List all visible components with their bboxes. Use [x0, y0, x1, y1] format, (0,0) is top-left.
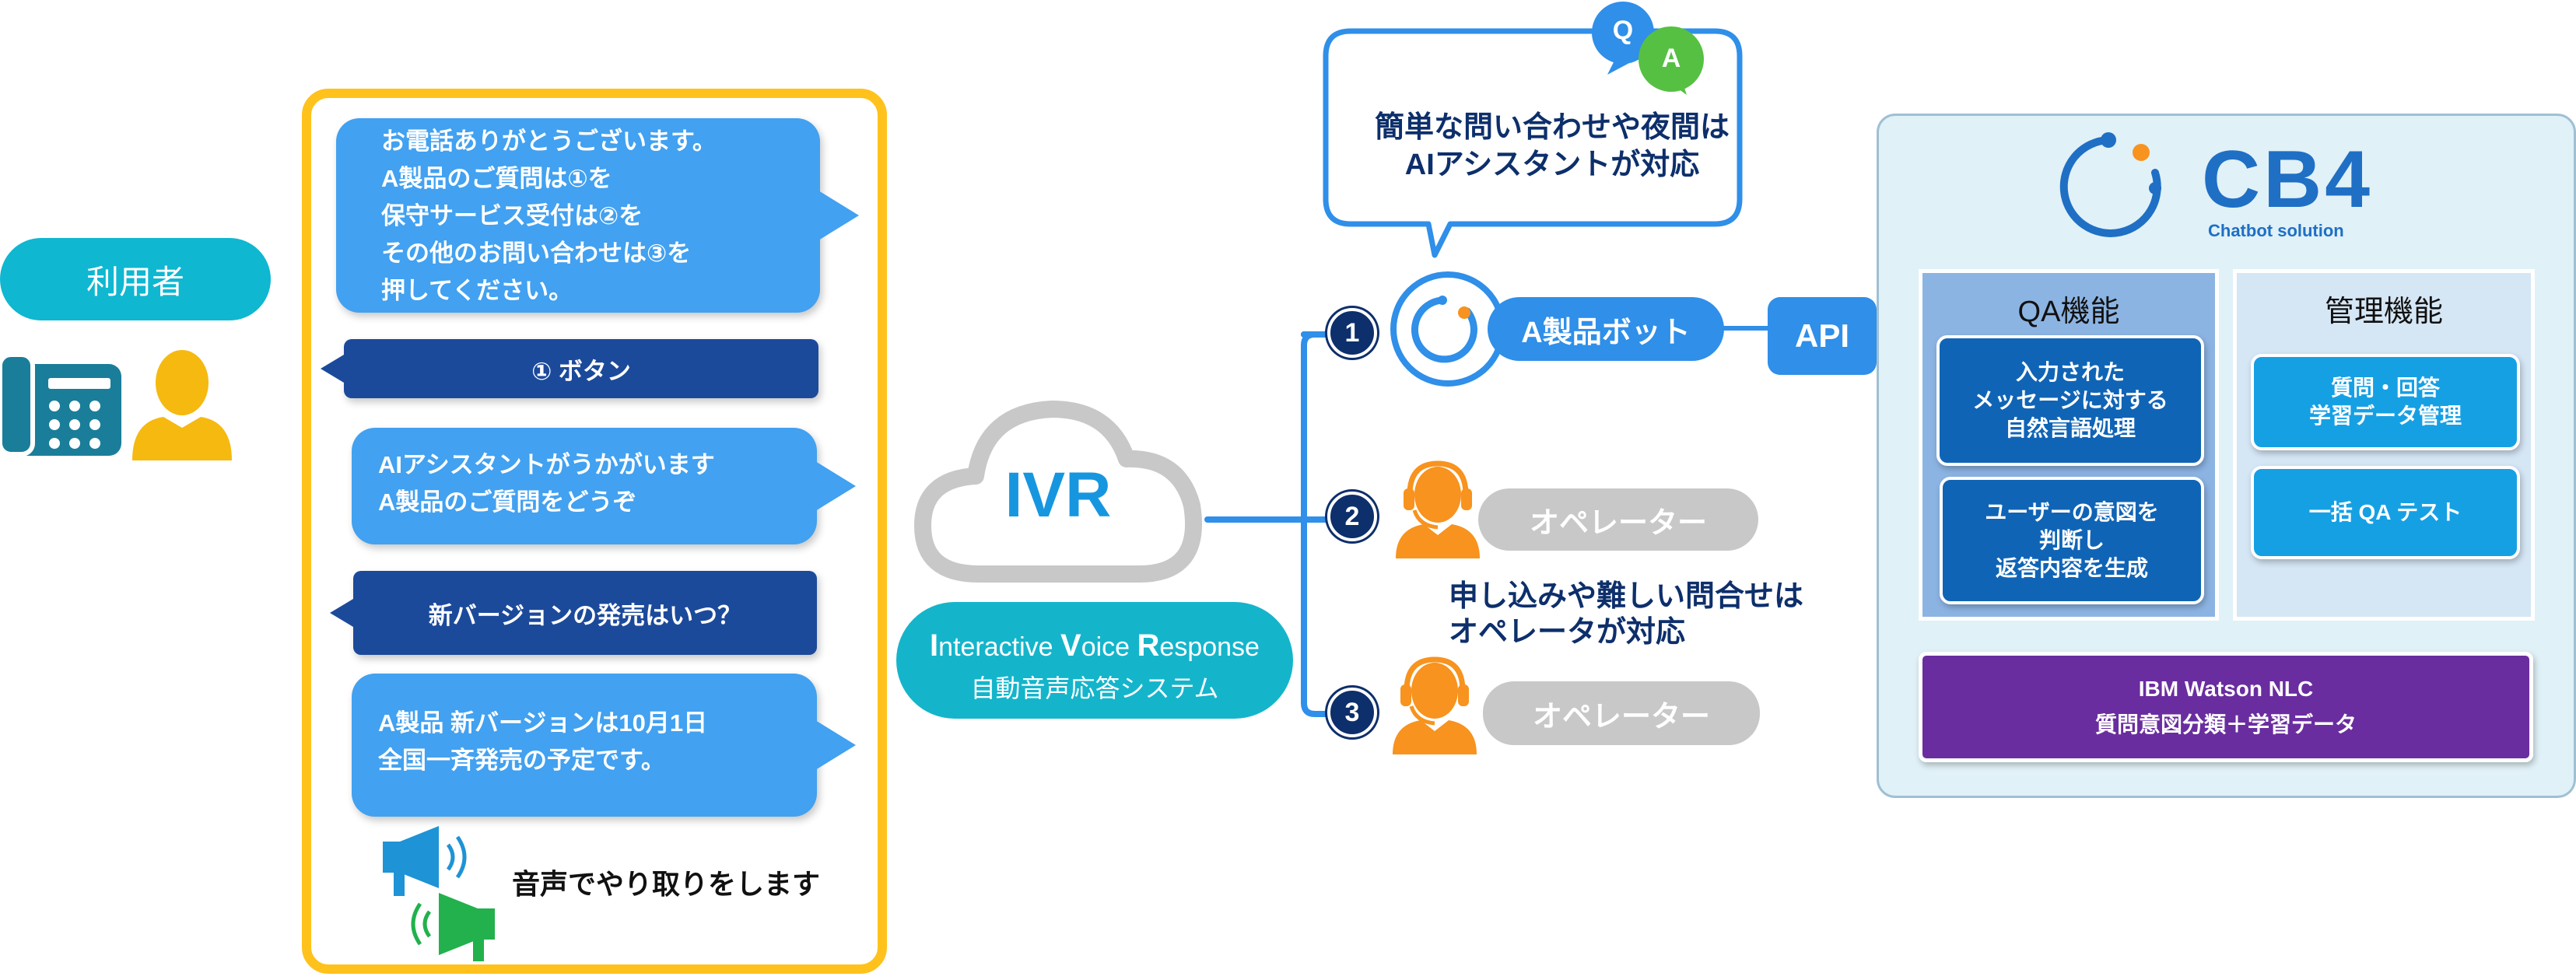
ivr-initial: V — [1060, 628, 1081, 663]
ivr-label: IVR — [1004, 460, 1112, 530]
bubble-tail — [818, 191, 859, 240]
qa-function-item: ユーザーの意図を 判断し 返答内容を生成 — [1940, 477, 2204, 604]
route-number-1: 1 — [1327, 308, 1377, 358]
route-number-3: 3 — [1327, 688, 1377, 737]
cb4-title: CB4 — [2202, 135, 2374, 225]
qa-function-title: QA機能 — [2017, 296, 2120, 328]
qa-chat-icon — [1592, 2, 1704, 95]
func-line: 自然言語処理 — [2004, 416, 2136, 440]
user-question: 新バージョンの発売はいつ？ — [330, 571, 817, 655]
headset-operator-icon — [1396, 460, 1480, 558]
reply-tail — [321, 355, 344, 383]
cloud-icon — [914, 401, 1203, 583]
func-line: 入力された — [2015, 360, 2125, 384]
route-number-2: 2 — [1327, 492, 1377, 541]
qa-bubble-line: 簡単な問い合わせや夜間は — [1374, 111, 1730, 144]
operator-note-line: オペレータが対応 — [1449, 616, 1686, 649]
greeting-line: 押してください。 — [381, 277, 573, 304]
func-line: 返答内容を生成 — [1995, 556, 2148, 580]
operator-note-line: 申し込みや難しい問合せは — [1449, 580, 1804, 613]
ivr-description: Interactive Voice Response 自動音声応答システム — [896, 602, 1293, 719]
qa-badge-q: Q — [1612, 16, 1634, 45]
reply-text: 新バージョンの発売はいつ？ — [428, 601, 742, 629]
qa-badge-a: A — [1661, 44, 1681, 73]
reply-tail — [330, 599, 353, 627]
func-line: メッセージに対する — [1972, 388, 2168, 412]
headset-operator-icon — [1393, 656, 1477, 754]
route-operator-label: オペレーター — [1483, 681, 1760, 745]
func-line: 一括 QA テスト — [2308, 500, 2462, 524]
qa-bubble-text: 簡単な問い合わせや夜間は AIアシスタントが対応 — [1323, 109, 1782, 184]
management-function-column: 管理機能 質問・回答 学習データ管理 一括 QA テスト — [2233, 269, 2535, 621]
voice-note: 音声でやり取りをします — [512, 868, 821, 900]
assistant-line: AIアシスタントがうかがいます — [378, 451, 715, 478]
bot-logo-icon — [1390, 271, 1505, 387]
megaphone-icon — [383, 826, 495, 961]
management-function-title: 管理機能 — [2324, 296, 2443, 328]
cb4-subtitle: Chatbot solution — [2208, 221, 2344, 240]
qa-function-item: 入力された メッセージに対する 自然言語処理 — [1936, 335, 2204, 466]
qa-speech-bubble — [1323, 28, 1743, 258]
ivr-initial: I — [930, 628, 939, 663]
management-function-item: 一括 QA テスト — [2251, 466, 2520, 559]
answer-line: A製品 新バージョンは10月1日 — [378, 709, 708, 737]
user-label: 利用者 — [0, 238, 271, 320]
route-bot-label: A製品ボット — [1488, 297, 1724, 361]
qa-function-column: QA機能 入力された メッセージに対する 自然言語処理 ユーザーの意図を 判断し… — [1919, 269, 2219, 621]
func-line: ユーザーの意図を — [1985, 500, 2159, 524]
watson-box: IBM Watson NLC 質問意図分類＋学習データ — [1919, 652, 2533, 762]
ivr-subtitle: 自動音声応答システム — [970, 674, 1219, 702]
answer-bubble: A製品 新バージョンは10月1日 全国一斉発売の予定です。 — [352, 674, 856, 817]
ivr-word: oice — [1081, 632, 1137, 662]
assistant-line: A製品のご質問をどうぞ — [378, 488, 637, 516]
func-line: 学習データ管理 — [2308, 404, 2462, 428]
greeting-line: その他のお問い合わせは③を — [381, 240, 692, 267]
operator-note: 申し込みや難しい問合せは オペレータが対応 — [1449, 579, 1803, 650]
answer-line: 全国一斉発売の予定です。 — [378, 747, 665, 774]
greeting-line: お電話ありがとうございます。 — [381, 128, 717, 155]
func-line: 判断し — [2038, 528, 2105, 552]
greeting-bubble: お電話ありがとうございます。 A製品のご質問は①を 保守サービス受付は②を その… — [336, 118, 859, 313]
assistant-bubble: AIアシスタントがうかがいます A製品のご質問をどうぞ — [352, 428, 856, 544]
bubble-tail — [815, 720, 856, 770]
cb4-logo-icon — [2059, 132, 2161, 237]
greeting-line: A製品のご質問は①を — [381, 165, 612, 192]
management-function-item: 質問・回答 学習データ管理 — [2251, 354, 2520, 450]
user-icon — [132, 350, 232, 460]
greeting-line: 保守サービス受付は②を — [381, 202, 643, 229]
ivr-word: esponse — [1159, 632, 1260, 662]
phone-icon — [0, 352, 121, 457]
ivr-title: Interactive Voice Response — [896, 628, 1293, 663]
api-box: API — [1768, 297, 1877, 375]
qa-bubble-line: AIアシスタントが対応 — [1404, 149, 1700, 181]
dialog-frame — [302, 89, 887, 974]
func-line: 質問・回答 — [2330, 376, 2440, 400]
reply-button-1: ① ボタン — [321, 339, 818, 398]
watson-subtitle: 質問意図分類＋学習データ — [2094, 712, 2357, 737]
watson-title: IBM Watson NLC — [2138, 677, 2314, 701]
bubble-tail — [815, 461, 856, 511]
ivr-word: nteractive — [938, 632, 1061, 662]
route-operator-label: オペレーター — [1478, 488, 1758, 551]
reply-text: ① ボタン — [531, 357, 631, 385]
ivr-initial: R — [1137, 628, 1160, 663]
